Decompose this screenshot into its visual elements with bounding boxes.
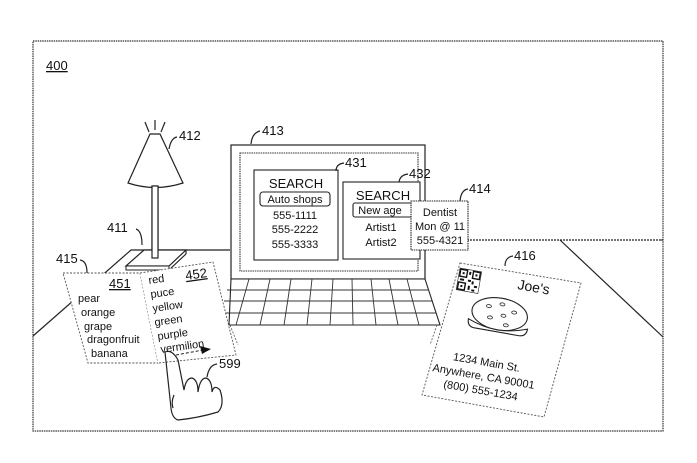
window-a-title: SEARCH [269, 176, 323, 191]
list-a-item[interactable]: orange [81, 307, 115, 319]
figure-label: 400 [46, 58, 68, 73]
window-b-title: SEARCH [356, 188, 410, 203]
ref-laptop: 413 [262, 123, 284, 138]
qr-code-icon[interactable] [455, 267, 483, 294]
ref-lamp: 412 [179, 128, 201, 143]
window-a-result[interactable]: 555-3333 [272, 239, 319, 251]
list-a: pear orange grape dragonfruit banana [78, 293, 140, 360]
window-b-result[interactable]: Artist2 [365, 237, 396, 249]
note-card-line: 555-4321 [417, 235, 464, 247]
list-a-item[interactable]: grape [84, 321, 112, 333]
note-card[interactable]: Dentist Mon @ 11 555-4321 [410, 200, 469, 251]
table [32, 239, 664, 338]
ref-list-b: 452 [184, 265, 208, 283]
window-a-result[interactable]: 555-1111 [273, 210, 317, 222]
swipe-arrow-icon [175, 346, 211, 356]
window-a-query[interactable]: Auto shops [267, 194, 323, 206]
note-card-line: Mon @ 11 [415, 221, 465, 233]
lamp [124, 120, 188, 271]
restaurant-name: Joe's [516, 276, 551, 297]
list-a-item[interactable]: pear [78, 293, 100, 305]
list-b-item[interactable]: puce [150, 286, 175, 301]
list-b-item[interactable]: purple [157, 327, 189, 343]
ref-finger: 599 [219, 356, 241, 371]
window-b-result[interactable]: Artist1 [365, 222, 396, 234]
search-window-b[interactable]: SEARCH New age Artist1 Artist2 [342, 181, 421, 260]
list-a-item[interactable]: banana [91, 348, 129, 360]
list-a-item[interactable]: dragonfruit [87, 334, 140, 346]
note-card-line: Dentist [423, 207, 457, 219]
search-window-a[interactable]: SEARCH Auto shops 555-1111 555-2222 555-… [253, 169, 339, 261]
ref-window-a: 431 [345, 155, 367, 170]
ref-list-a: 451 [109, 276, 131, 291]
figure-frame [32, 40, 664, 432]
ref-restaurant-card: 416 [514, 248, 536, 263]
paper-sheet[interactable] [62, 261, 237, 364]
finger-icon [164, 350, 223, 421]
ref-window-b: 432 [409, 166, 431, 181]
window-b-query[interactable]: New age [358, 205, 401, 217]
list-b-item[interactable]: green [154, 313, 184, 329]
list-b-item[interactable]: yellow [152, 299, 184, 315]
ref-table: 411 [107, 220, 128, 235]
hamburger-icon [467, 297, 529, 337]
restaurant-card[interactable]: Joe's 1234 Main St. Anywhere, CA 90001 (… [421, 262, 582, 418]
list-b-item[interactable]: red [148, 273, 165, 287]
window-a-result[interactable]: 555-2222 [272, 224, 319, 236]
ref-paper-sheet: 415 [56, 251, 78, 266]
window-a-search-field[interactable] [259, 191, 331, 207]
ref-note-card: 414 [469, 181, 491, 196]
